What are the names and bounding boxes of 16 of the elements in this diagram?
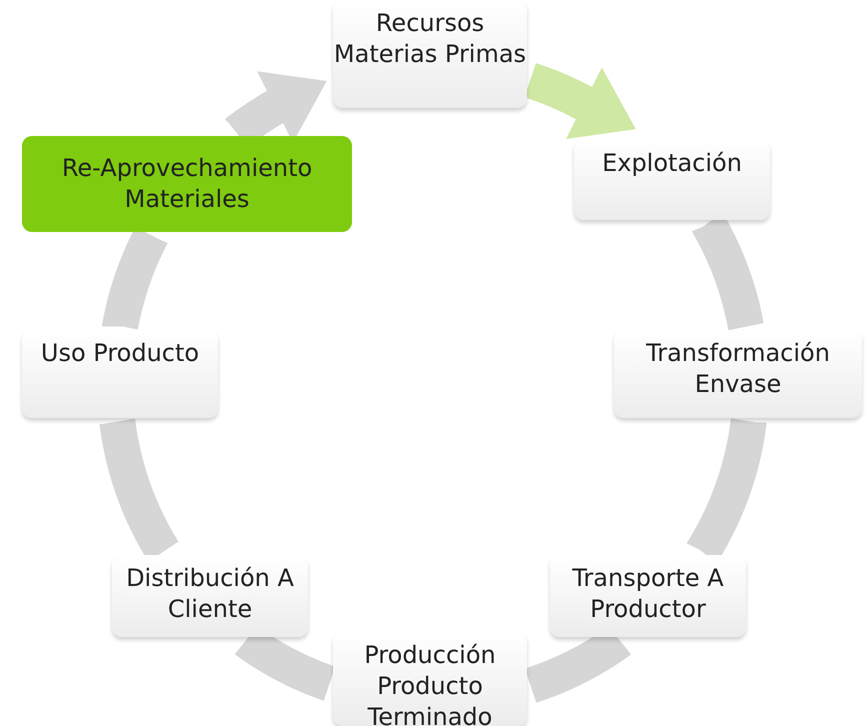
highlight-box <box>22 136 352 232</box>
stage-label: Uso Producto <box>40 338 200 369</box>
stage-label: Producción Producto Terminado <box>363 640 497 726</box>
stage-box <box>333 632 527 726</box>
stage-label: Transporte A Productor <box>571 563 725 625</box>
stage-box <box>333 0 527 108</box>
stage-label: Explotación <box>602 148 742 179</box>
stage-box <box>614 330 862 418</box>
stage-box <box>112 555 308 637</box>
stage-box <box>574 140 770 220</box>
stage-box <box>550 555 746 637</box>
stage-label: Recursos Materias Primas <box>333 8 527 70</box>
stage-box <box>22 330 218 418</box>
stage-label: Transformación Envase <box>645 338 831 400</box>
stage-label: Distribución A Cliente <box>125 563 295 625</box>
stage-label: Re-Aprovechamiento Materiales <box>60 153 314 215</box>
